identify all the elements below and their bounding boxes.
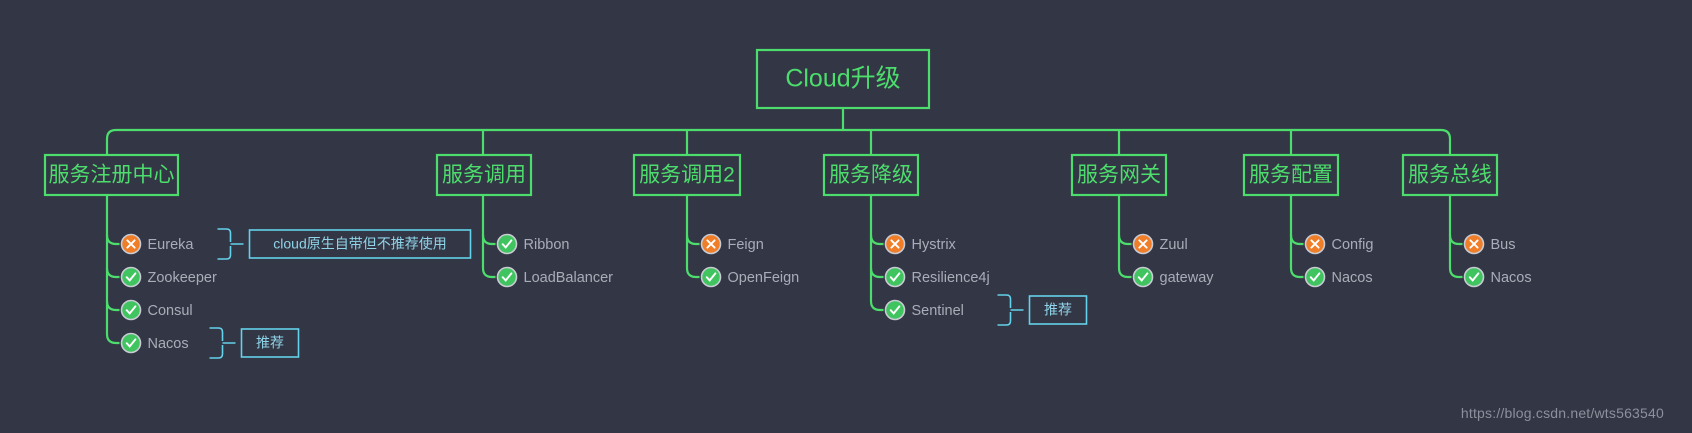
leaf-connector bbox=[685, 234, 700, 246]
branch-spine-service-degradation bbox=[869, 195, 884, 312]
leaf-label-sentinel: Sentinel bbox=[912, 303, 964, 319]
cross-circle-icon bbox=[120, 233, 142, 255]
annotation-bracket bbox=[997, 294, 1024, 326]
check-circle-icon bbox=[884, 266, 906, 288]
branch-node-label-service-config: 服务配置 bbox=[1249, 164, 1333, 187]
check-circle-icon bbox=[1132, 266, 1154, 288]
annotation-bracket bbox=[217, 228, 244, 260]
branch-spine-service-bus bbox=[1448, 195, 1463, 279]
leaf-label-consul: Consul bbox=[148, 303, 193, 319]
leaf-connector bbox=[105, 234, 120, 246]
annotation-box[interactable] bbox=[1028, 295, 1088, 325]
branch-node-box-service-registry[interactable] bbox=[43, 153, 180, 197]
leaf-label-resilience4j: Resilience4j bbox=[912, 270, 990, 286]
check-circle-icon bbox=[496, 233, 518, 255]
check-circle-icon bbox=[884, 299, 906, 321]
check-circle-icon bbox=[700, 266, 722, 288]
branch-node-label-service-degradation: 服务降级 bbox=[829, 164, 913, 187]
annotation-label: cloud原生自带但不推荐使用 bbox=[273, 236, 446, 252]
leaf-label-nacos: Nacos bbox=[1332, 270, 1373, 286]
annotation-box[interactable] bbox=[240, 328, 300, 358]
check-circle-icon bbox=[1463, 266, 1485, 288]
branch-node-label-service-registry: 服务注册中心 bbox=[49, 164, 175, 187]
cross-circle-icon bbox=[1132, 233, 1154, 255]
leaf-label-nacos: Nacos bbox=[148, 336, 189, 352]
leaf-label-feign: Feign bbox=[728, 237, 764, 253]
leaf-connector bbox=[1117, 234, 1132, 246]
annotation-bracket bbox=[209, 327, 236, 359]
cross-circle-icon bbox=[1304, 233, 1326, 255]
branch-node-label-service-invocation-2: 服务调用2 bbox=[639, 164, 735, 187]
branch-node-label-service-gateway: 服务网关 bbox=[1077, 164, 1161, 187]
watermark-text: https://blog.csdn.net/wts563540 bbox=[1460, 405, 1664, 421]
annotation-label: 推荐 bbox=[256, 335, 284, 351]
root-node-label: Cloud升级 bbox=[785, 65, 900, 93]
leaf-label-bus: Bus bbox=[1491, 237, 1516, 253]
cross-circle-icon bbox=[1463, 233, 1485, 255]
branch-spine-service-invocation-2 bbox=[685, 195, 700, 279]
main-connector-bar bbox=[105, 128, 1452, 155]
check-circle-icon bbox=[120, 266, 142, 288]
leaf-label-openfeign: OpenFeign bbox=[728, 270, 800, 286]
branch-spine-service-registry bbox=[105, 195, 120, 345]
branch-spine-service-gateway bbox=[1117, 195, 1132, 279]
annotation-box[interactable] bbox=[248, 229, 472, 259]
leaf-connector bbox=[869, 234, 884, 246]
branch-spine-service-config bbox=[1289, 195, 1304, 279]
leaf-label-zookeeper: Zookeeper bbox=[148, 270, 217, 286]
leaf-label-gateway: gateway bbox=[1160, 270, 1215, 286]
leaf-connector bbox=[869, 267, 884, 279]
cross-circle-icon bbox=[884, 233, 906, 255]
leaf-label-hystrix: Hystrix bbox=[912, 237, 957, 253]
leaf-label-nacos: Nacos bbox=[1491, 270, 1532, 286]
leaf-connector bbox=[481, 234, 496, 246]
leaf-label-eureka: Eureka bbox=[148, 237, 195, 253]
leaf-label-zuul: Zuul bbox=[1160, 237, 1188, 253]
check-circle-icon bbox=[120, 332, 142, 354]
branch-node-label-service-bus: 服务总线 bbox=[1408, 164, 1492, 187]
leaf-label-config: Config bbox=[1332, 237, 1374, 253]
leaf-connector bbox=[105, 300, 120, 312]
cross-circle-icon bbox=[700, 233, 722, 255]
leaf-connector bbox=[105, 267, 120, 279]
branch-node-label-service-invocation: 服务调用 bbox=[442, 164, 526, 187]
check-circle-icon bbox=[120, 299, 142, 321]
leaf-label-ribbon: Ribbon bbox=[524, 237, 570, 253]
leaf-label-loadbalancer: LoadBalancer bbox=[524, 270, 614, 286]
check-circle-icon bbox=[1304, 266, 1326, 288]
annotation-label: 推荐 bbox=[1044, 302, 1072, 318]
leaf-connector bbox=[1448, 234, 1463, 246]
check-circle-icon bbox=[496, 266, 518, 288]
branch-spine-service-invocation bbox=[481, 195, 496, 279]
leaf-connector bbox=[1289, 234, 1304, 246]
